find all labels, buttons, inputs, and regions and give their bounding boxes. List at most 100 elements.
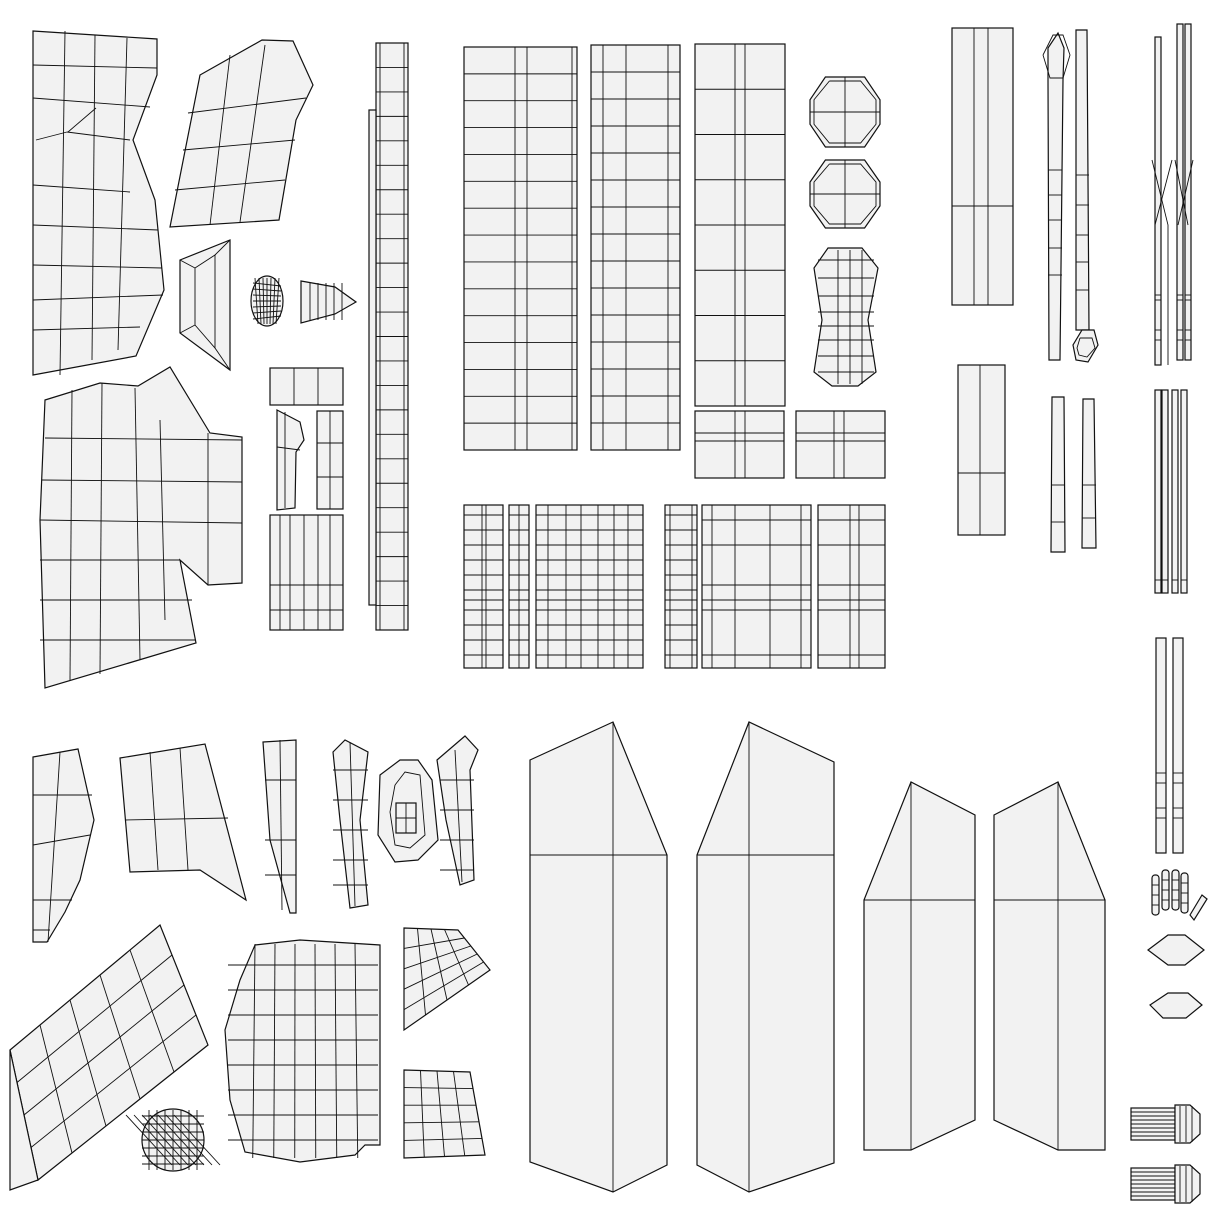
uv-edge — [279, 739, 283, 911]
uv-island-prism-a — [529, 721, 668, 1193]
uv-edge — [67, 107, 97, 133]
uv-island-panel-1 — [463, 46, 578, 451]
uv-island-prism-c — [863, 781, 976, 1151]
uv-island-lower-grid-1 — [463, 504, 504, 669]
uv-island-thin-bar-4 — [1180, 389, 1188, 594]
uv-island-tapered-b — [1081, 398, 1097, 549]
uv-island-right-tall — [951, 27, 1014, 306]
uv-island-prism-d — [993, 781, 1106, 1151]
uv-edge — [214, 347, 231, 371]
uv-edge — [1151, 159, 1169, 365]
uv-island-small-rect-c — [269, 514, 344, 631]
uv-island-tapered-a — [1050, 396, 1066, 553]
uv-edge — [32, 834, 91, 846]
uv-edge — [44, 437, 243, 441]
uv-island-right-bar-a — [1155, 637, 1167, 854]
uv-island-right-bar-b — [1172, 637, 1184, 854]
uv-island-lower-grid-6 — [817, 504, 886, 669]
uv-edge — [813, 163, 877, 225]
uv-island-thin-arm-c — [436, 735, 479, 886]
uv-edge — [354, 943, 359, 1159]
uv-island-cap-a — [403, 927, 491, 1032]
uv-island-bolt-a-head — [1174, 1104, 1201, 1144]
uv-edge — [134, 387, 141, 661]
uv-mesh-edge — [403, 953, 478, 990]
uv-edge — [179, 259, 196, 269]
uv-mesh-edge — [403, 1121, 480, 1124]
uv-edge — [35, 131, 68, 141]
uv-edge — [239, 44, 266, 223]
uv-mesh-edge — [252, 310, 282, 314]
uv-island-bolt-b-head — [1174, 1164, 1201, 1204]
uv-mesh-edge — [403, 1087, 474, 1090]
uv-mesh-edge — [157, 1114, 205, 1166]
uv-mesh-edge — [403, 945, 471, 970]
uv-edge — [47, 751, 61, 943]
uv-edge — [179, 747, 189, 871]
uv-edge — [41, 479, 243, 483]
uv-island-thin-arm-b — [332, 739, 369, 909]
uv-edge — [454, 749, 463, 883]
uv-island-thin-bar-2 — [1161, 389, 1169, 594]
uv-island-lower-grid-5 — [701, 504, 812, 669]
uv-island-panel-2 — [590, 44, 681, 451]
uv-island-lower-grid-3 — [535, 504, 644, 669]
uv-mesh-edge — [403, 937, 465, 949]
uv-edge — [187, 97, 307, 114]
uv-island-rod-a — [1047, 31, 1065, 361]
uv-island-panel-4 — [694, 410, 785, 479]
uv-island-arm-a — [32, 748, 95, 943]
uv-mesh-edge — [275, 277, 280, 325]
uv-edge — [813, 80, 877, 144]
uv-mesh-edge — [16, 954, 173, 1083]
uv-island-thin-bar-1 — [1154, 389, 1162, 594]
uv-edge — [32, 326, 141, 331]
uv-island-panel-5 — [795, 410, 886, 479]
uv-mesh-edge — [149, 1114, 197, 1166]
uv-island-thin-arm-a — [262, 739, 297, 914]
uv-mesh-edge — [420, 1070, 425, 1158]
uv-island-cap-b — [403, 1069, 486, 1159]
uv-island-thin-rod-2 — [1176, 23, 1184, 361]
uv-island-shoulder — [169, 39, 314, 228]
uv-island-small-wedge — [276, 409, 305, 511]
uv-edge — [1177, 159, 1194, 226]
uv-edge — [182, 139, 296, 151]
uv-edge — [389, 771, 426, 849]
uv-island-right-mid — [957, 364, 1006, 536]
uv-wireframes — [16, 28, 1194, 1202]
uv-edge — [334, 943, 338, 1159]
uv-mesh-edge — [403, 961, 484, 1010]
uv-edge — [273, 943, 276, 1159]
uv-mesh-edge — [444, 929, 469, 986]
uv-island-waist — [813, 247, 879, 387]
uv-island-torso-lower — [39, 366, 243, 689]
uv-mesh-edge — [272, 277, 276, 325]
uv-mesh-edge — [417, 928, 426, 1016]
uv-island-prism-b — [696, 721, 835, 1193]
uv-edge — [159, 419, 166, 621]
uv-edge — [149, 751, 159, 871]
uv-island-long-strip-edge — [368, 109, 377, 606]
uv-edge — [1042, 34, 1071, 79]
uv-edge — [32, 97, 151, 108]
uv-island-diamond-a — [1147, 934, 1205, 966]
uv-edge — [59, 30, 66, 376]
uv-mesh-edge — [23, 984, 185, 1116]
uv-island-rod-b — [1075, 29, 1090, 331]
uv-edge — [32, 184, 131, 193]
uv-edge — [32, 264, 163, 269]
uv-mesh-edge — [269, 277, 272, 325]
uv-edge — [91, 34, 96, 361]
uv-mesh-edge — [430, 928, 448, 1001]
uv-mesh-edge — [30, 1014, 197, 1148]
uv-edge — [124, 817, 229, 821]
uv-island-tiny-diagonal — [1189, 894, 1208, 922]
uv-island-thin-rod-3 — [1184, 23, 1192, 361]
uv-island-diamond-b — [1149, 992, 1203, 1019]
uv-edge — [179, 324, 196, 334]
uv-island-socket — [179, 239, 231, 372]
uv-edge — [69, 389, 73, 681]
uv-edge — [99, 382, 103, 675]
